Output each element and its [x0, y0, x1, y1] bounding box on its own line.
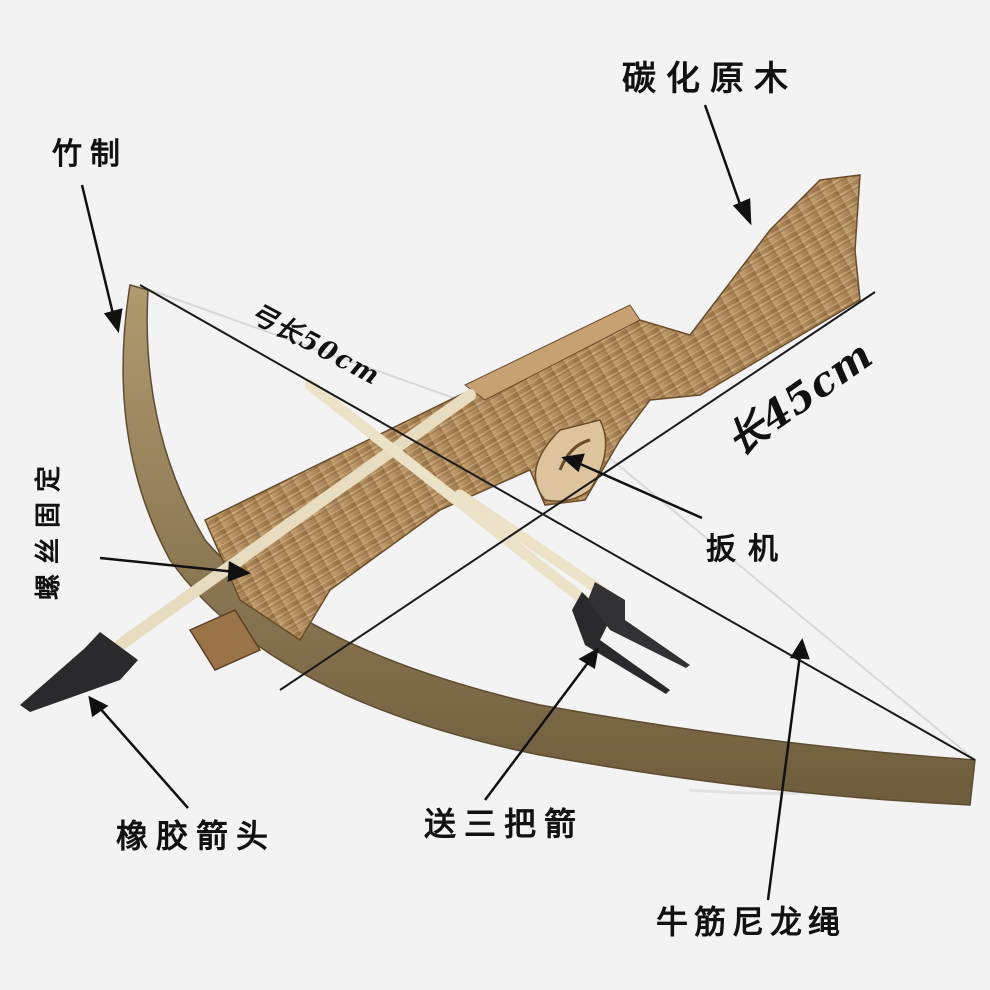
- stock: [188, 174, 861, 671]
- label-rubber-tip: 橡胶箭头: [116, 817, 277, 855]
- bow-length-line: [139, 284, 976, 761]
- label-trigger: 扳机: [706, 532, 790, 567]
- label-screw-fixed: 螺丝固定: [34, 455, 64, 600]
- bow-limb: [122, 284, 976, 806]
- label-bonus-arrows: 送三把箭: [424, 805, 585, 843]
- label-bow-material: 竹制: [52, 137, 128, 172]
- measurement-lines: [139, 284, 976, 761]
- total-length-line: [279, 291, 876, 691]
- arrows: [20, 379, 690, 712]
- label-stock-material: 碳化原木: [622, 59, 798, 99]
- annotation-arrows: [80, 104, 810, 901]
- label-string: 牛筋尼龙绳: [656, 903, 847, 941]
